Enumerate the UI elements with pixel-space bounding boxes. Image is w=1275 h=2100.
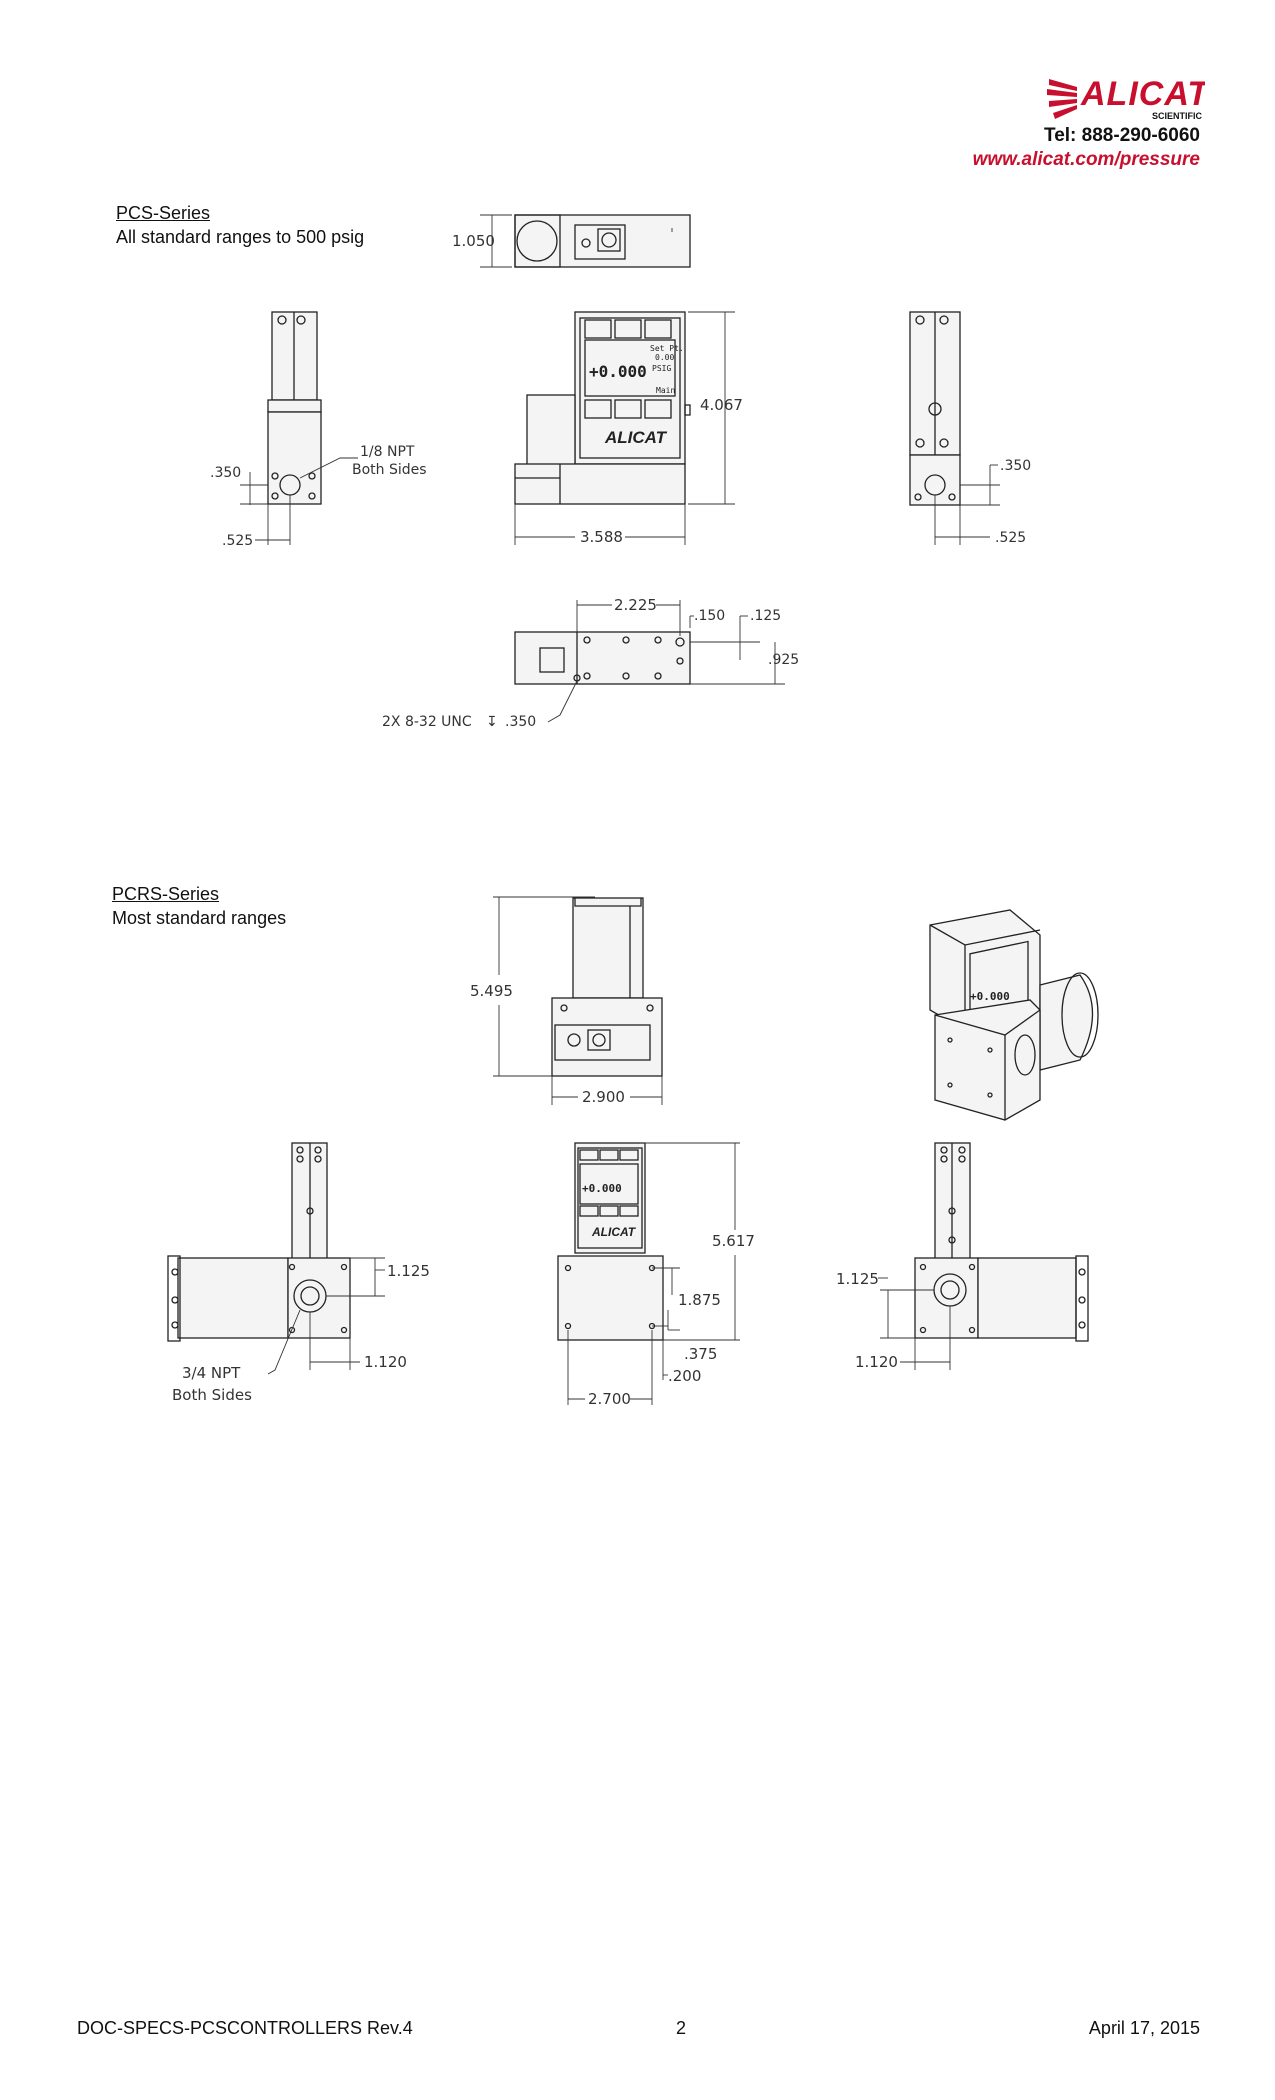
pcrs-port-note-2: Both Sides (172, 1386, 252, 1404)
svg-text:ALICAT: ALICAT (1080, 75, 1205, 113)
pcs-top-view: 1.050 (452, 214, 691, 268)
pcrs-series-title: PCRS-Series (112, 884, 220, 904)
pcrs-dim-right-w: 1.120 (855, 1353, 898, 1371)
pcrs-dim-top-height: 5.495 (470, 982, 513, 1000)
pcs-dim-width: 3.588 (580, 528, 623, 546)
pcs-device-logo: ALICAT (604, 428, 668, 447)
pcs-port-note-1: 1/8 NPT (360, 444, 415, 460)
pcs-dim-bottom-a: .150 (694, 608, 725, 624)
pcrs-dim-mid-c: .200 (668, 1367, 701, 1385)
pcs-right-view: .350 .525 (909, 311, 1031, 546)
pcs-thread-depth: .350 (505, 714, 536, 730)
website-url[interactable]: www.alicat.com/pressure (972, 149, 1200, 170)
pcrs-device-logo: ALICAT (591, 1225, 637, 1239)
pcs-display-unit: PSIG (652, 364, 671, 373)
pcrs-right-view: 1.125 1.120 (836, 1142, 1089, 1371)
pcs-display-setpt: Set Pt. (650, 344, 684, 353)
pcrs-dim-height: 5.617 (712, 1232, 755, 1250)
pcs-dim-port-right-w: .525 (995, 530, 1026, 546)
pcs-dim-bottom-len: 2.225 (614, 596, 657, 614)
alicat-logo: ALICAT SCIENTIFIC (1047, 75, 1205, 121)
pcs-dim-port-left-h: .350 (210, 465, 241, 481)
pcrs-series-subtitle: Most standard ranges (112, 908, 287, 928)
pcs-bottom-view: 2.225 .150 .125 .925 2X 8-32 UNC ↧ .350 (382, 596, 799, 730)
pcrs-iso-display-reading: +0.000 (970, 990, 1010, 1003)
pcrs-dim-left-w: 1.120 (364, 1353, 407, 1371)
pcrs-isometric-view: +0.000 (929, 909, 1099, 1121)
pcs-display-mode: Main (656, 386, 675, 395)
pcs-front-view: Set Pt. 0.00 +0.000 PSIG Main ALICAT 4.0… (514, 311, 743, 546)
pcrs-port-note-1: 3/4 NPT (182, 1364, 241, 1382)
pcrs-dim-right-h: 1.125 (836, 1270, 879, 1288)
footer-date: April 17, 2015 (1088, 2018, 1200, 2038)
pcs-series-title: PCS-Series (116, 203, 211, 223)
pcrs-dim-left-h: 1.125 (387, 1262, 430, 1280)
svg-text:SCIENTIFIC: SCIENTIFIC (1152, 111, 1203, 121)
footer-page-number: 2 (676, 2018, 687, 2038)
pcs-dim-bottom-c: .925 (768, 652, 799, 668)
pcs-thread-spec: 2X 8-32 UNC (382, 714, 472, 730)
pcrs-dim-mid-a: 1.875 (678, 1291, 721, 1309)
pcs-series-subtitle: All standard ranges to 500 psig (116, 227, 365, 247)
pcrs-top-view: 5.495 2.900 (470, 896, 663, 1106)
depth-icon: ↧ (486, 714, 498, 730)
pcrs-dim-top-width: 2.900 (582, 1088, 625, 1106)
pcrs-display-reading: +0.000 (582, 1182, 622, 1195)
pcs-display-setpt-val: 0.00 (655, 353, 674, 362)
pcrs-front-view: +0.000 ALICAT 5.617 1.875 .375 .200 2.70… (557, 1142, 755, 1408)
pcrs-dim-mid-b: .375 (684, 1345, 717, 1363)
pcs-dim-bottom-b: .125 (750, 608, 781, 624)
pcs-left-view: .350 .525 1/8 NPT Both Sides (210, 311, 427, 549)
pcs-port-note-2: Both Sides (352, 462, 427, 478)
pcs-dim-height: 4.067 (700, 396, 743, 414)
pcs-dim-port-right-h: .350 (1000, 458, 1031, 474)
pcrs-left-view: 1.125 1.120 3/4 NPT Both Sides (167, 1142, 430, 1404)
pcs-dim-port-left-w: .525 (222, 533, 253, 549)
pcs-dim-top-height: 1.050 (452, 232, 495, 250)
phone-number: Tel: 888-290-6060 (1044, 125, 1200, 146)
pcs-display-reading: +0.000 (589, 362, 647, 381)
pcrs-dim-mid-width: 2.700 (588, 1390, 631, 1408)
footer-doc-id: DOC-SPECS-PCSCONTROLLERS Rev.4 (77, 2018, 413, 2038)
